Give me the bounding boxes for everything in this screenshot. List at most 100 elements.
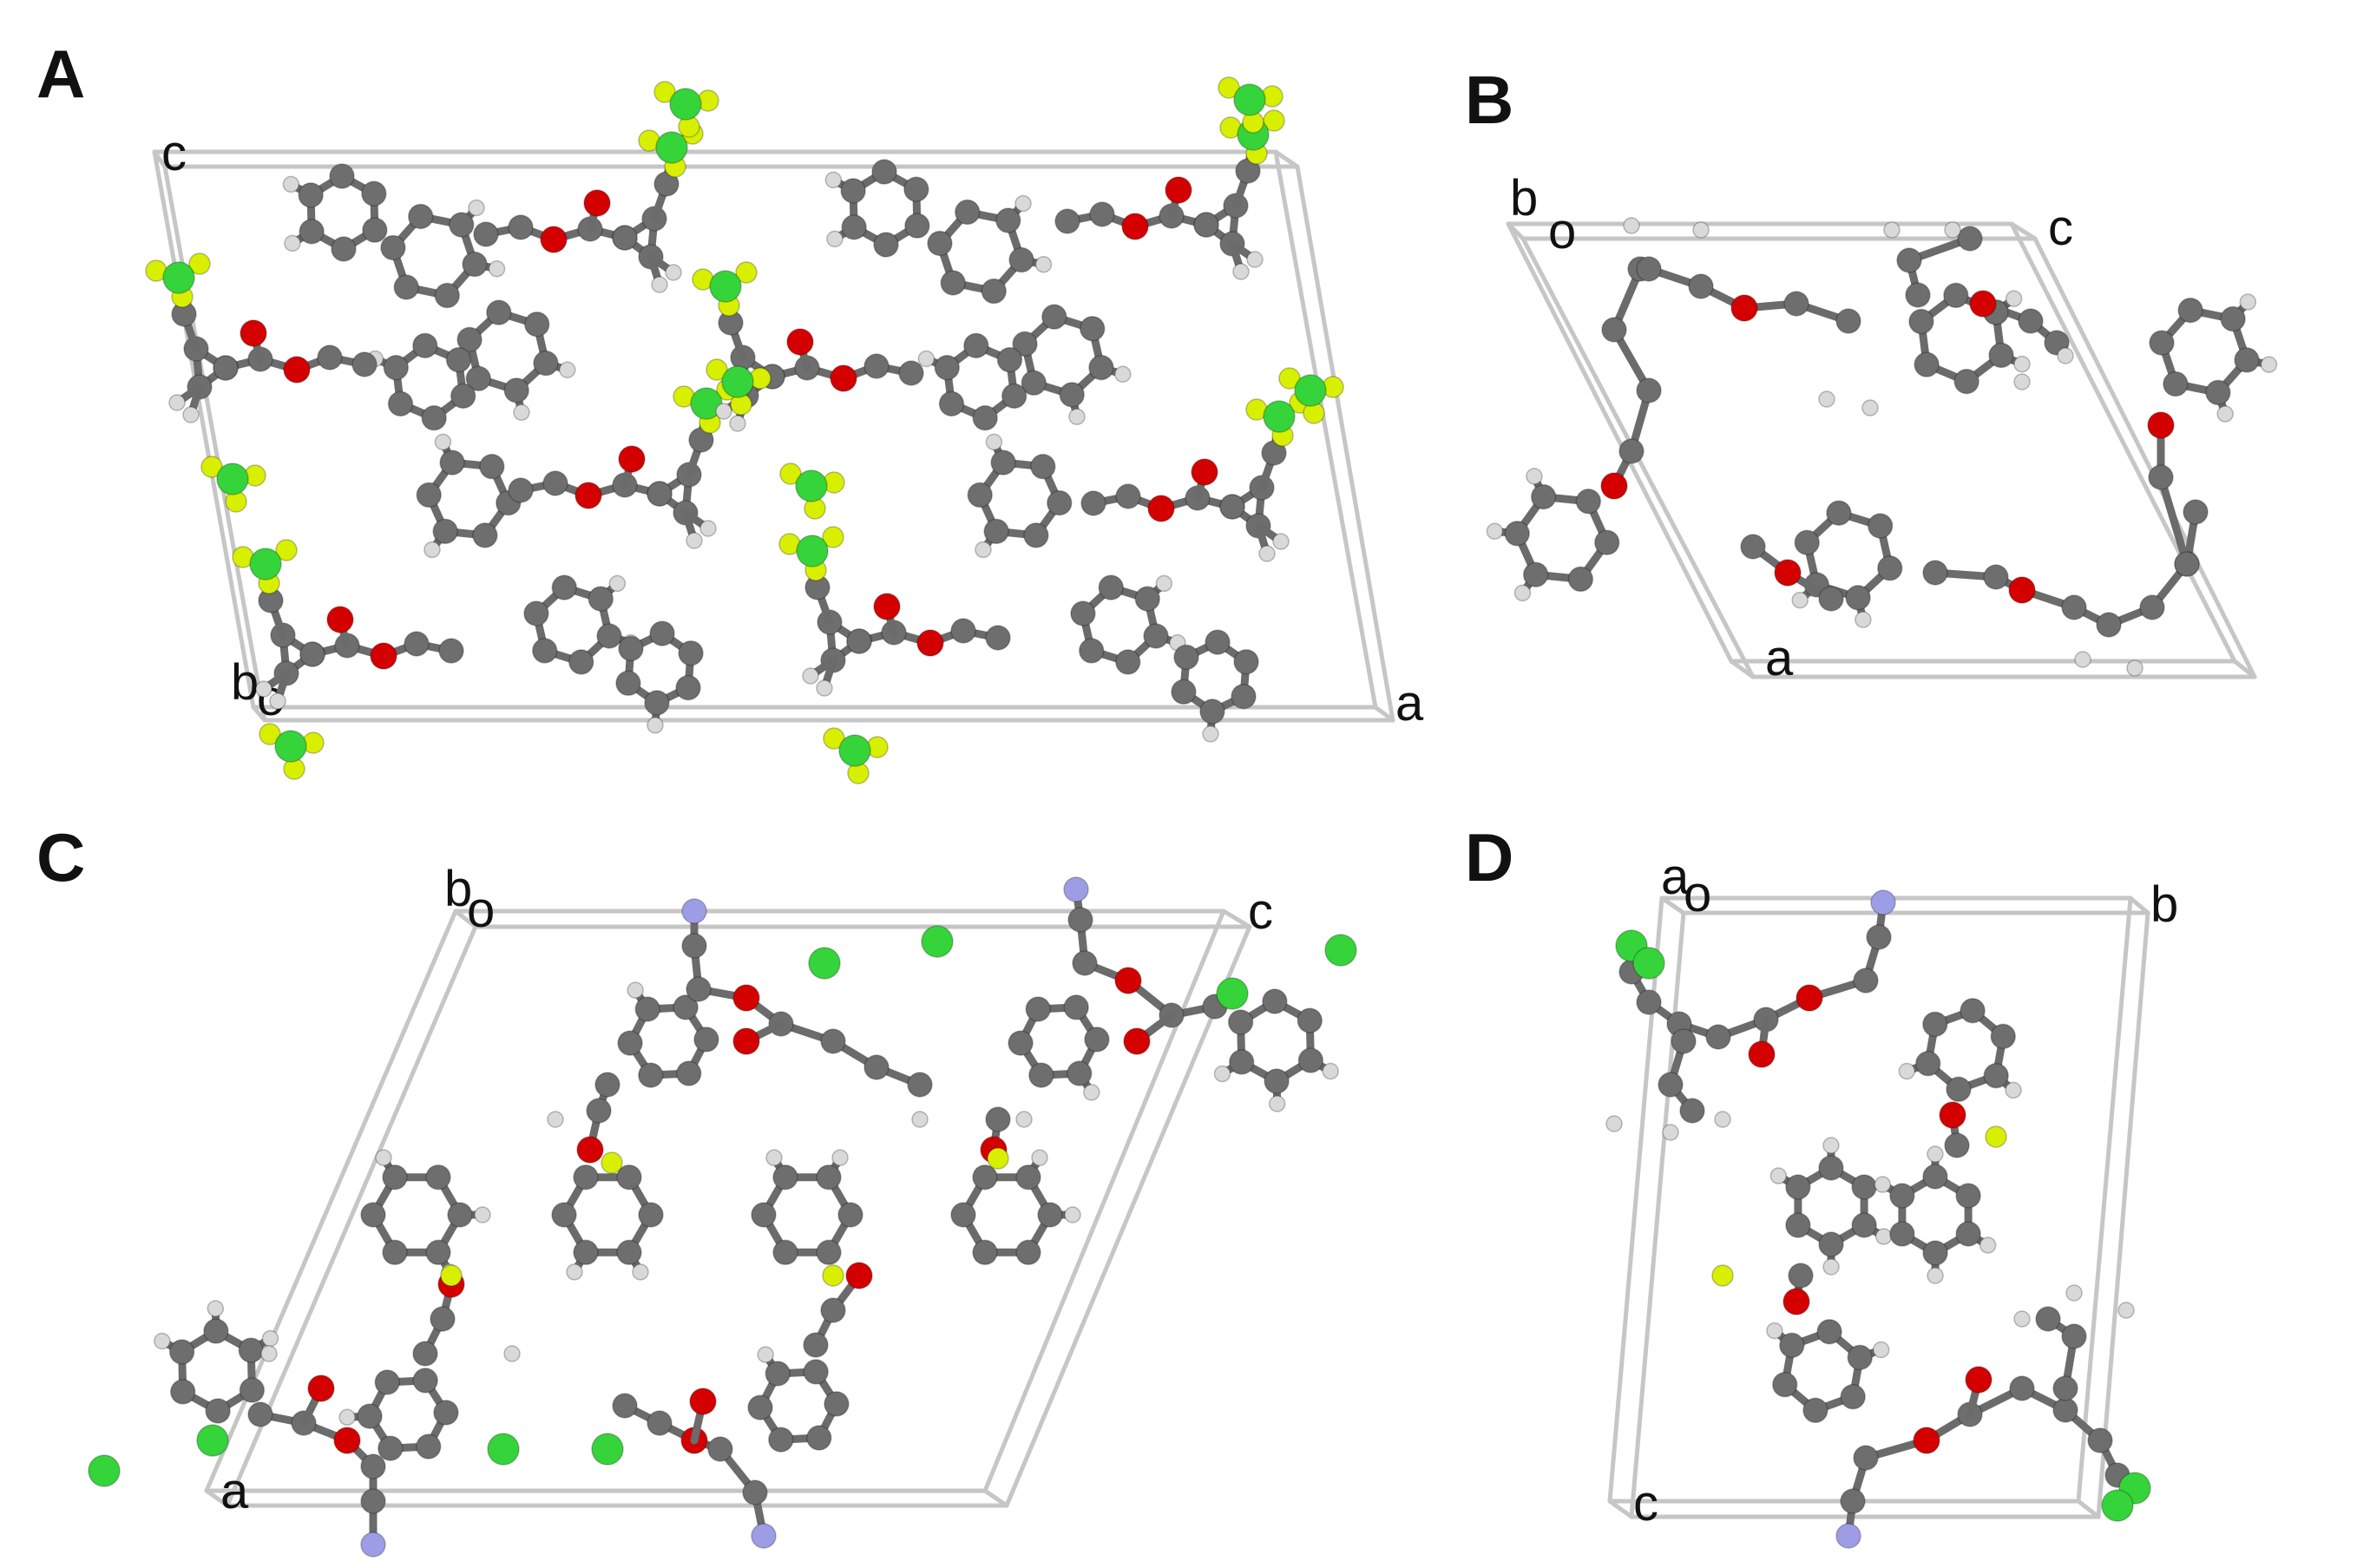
chlorine-atom xyxy=(1216,977,1249,1010)
hydrogen-atom xyxy=(1064,1206,1081,1224)
panel-letter-b: B xyxy=(1465,62,1513,138)
carbon-atom xyxy=(675,674,701,701)
hydrogen-atom xyxy=(1526,468,1543,485)
oxygen-atom xyxy=(732,1027,760,1055)
carbon-atom xyxy=(1504,521,1531,547)
carbon-atom xyxy=(985,1106,1011,1132)
fluorine-atom xyxy=(1278,367,1301,390)
carbon-atom xyxy=(2220,305,2246,332)
carbon-atom xyxy=(707,1436,733,1462)
carbon-atom xyxy=(644,690,670,716)
carbon-atom xyxy=(594,1072,620,1098)
chlorine-atom xyxy=(591,1433,624,1466)
carbon-atom xyxy=(638,1062,664,1088)
hydrogen-atom xyxy=(1486,522,1504,540)
hydrogen-atom xyxy=(260,1345,278,1362)
oxygen-atom xyxy=(574,482,602,509)
carbon-atom xyxy=(1990,1023,2017,1050)
hydrogen-atom xyxy=(2239,293,2257,311)
hydrogen-atom xyxy=(729,415,746,432)
carbon-atom xyxy=(1231,683,1257,710)
carbon-atom xyxy=(407,203,434,230)
nitrogen-atom xyxy=(681,898,707,924)
carbon-atom xyxy=(840,178,866,204)
carbon-atom xyxy=(2149,330,2175,356)
carbon-atom xyxy=(1922,1011,1948,1038)
hydrogen-atom xyxy=(1822,1137,1840,1154)
hydrogen-atom xyxy=(1014,194,1032,213)
carbon-atom xyxy=(1788,1263,1814,1289)
hydrogen-atom xyxy=(1015,1111,1033,1128)
oxygen-atom xyxy=(618,445,646,473)
hydrogen-atom xyxy=(826,230,844,248)
panel-a: A c b o a xyxy=(36,36,1424,784)
fluorine-atom xyxy=(188,253,211,275)
carbon-atom xyxy=(523,600,549,627)
carbon-atom xyxy=(1636,377,1662,403)
carbon-atom xyxy=(871,159,897,185)
carbon-atom xyxy=(678,640,704,666)
hydrogen-atom xyxy=(1872,1341,1890,1359)
hydrogen-atom xyxy=(1232,263,1250,280)
oxygen-atom xyxy=(1191,458,1218,486)
carbon-atom xyxy=(586,1098,612,1124)
hydrogen-atom xyxy=(1883,221,1901,239)
chlorine-atom xyxy=(1632,947,1665,980)
chlorine-atom xyxy=(249,548,282,581)
carbon-atom xyxy=(2177,297,2203,324)
carbon-atom xyxy=(1072,950,1098,976)
chlorine-atom xyxy=(721,365,754,398)
axis-label-d-c: c xyxy=(1633,1475,1658,1532)
carbon-atom xyxy=(907,1072,933,1098)
carbon-atom xyxy=(2061,594,2087,620)
carbon-atom xyxy=(681,933,707,959)
axis-label-d-b: b xyxy=(2150,876,2178,933)
hydrogen-atom xyxy=(1513,584,1532,602)
oxygen-atom xyxy=(873,593,901,620)
carbon-atom xyxy=(1008,1030,1034,1056)
carbon-atom xyxy=(432,518,458,545)
carbon-atom xyxy=(1826,500,1852,526)
carbon-atom xyxy=(298,182,324,208)
axis-label-b-a: a xyxy=(1765,630,1794,686)
carbon-atom xyxy=(573,1164,599,1191)
hydrogen-atom xyxy=(2013,1310,2031,1328)
carbon-atom xyxy=(768,1427,794,1453)
carbon-atom xyxy=(383,354,410,381)
carbon-atom xyxy=(508,214,534,240)
hydrogen-atom xyxy=(665,264,682,281)
axis-label-a-b: b xyxy=(231,654,259,711)
carbon-atom xyxy=(806,1425,832,1451)
carbon-atom xyxy=(903,176,929,202)
carbon-atom xyxy=(1853,1445,1879,1471)
oxygen-atom xyxy=(583,189,611,217)
carbon-atom xyxy=(1840,1488,1866,1514)
carbon-atom xyxy=(1067,1060,1093,1086)
axis-label-b-o: o xyxy=(1548,203,1576,259)
hydrogen-atom xyxy=(824,171,843,189)
carbon-atom xyxy=(508,477,534,503)
carbon-atom xyxy=(1264,1068,1290,1094)
carbon-atom xyxy=(551,1202,577,1228)
hydrogen-atom xyxy=(1714,1111,1731,1128)
carbon-atom xyxy=(1084,1027,1110,1053)
carbon-atom xyxy=(1818,1231,1844,1257)
carbon-atom xyxy=(1960,997,1986,1024)
carbon-atom xyxy=(1983,1062,2009,1089)
carbon-atom xyxy=(981,278,1008,305)
carbon-atom xyxy=(1012,331,1038,358)
carbon-atom xyxy=(1953,368,1979,395)
carbon-atom xyxy=(1115,649,1141,675)
hydrogen-atom xyxy=(1322,1062,1339,1080)
carbon-atom xyxy=(1671,1028,1697,1054)
carbon-atom xyxy=(1015,1239,1041,1266)
oxygen-atom xyxy=(1748,1040,1776,1068)
oxygen-atom xyxy=(1774,559,1802,587)
oxygen-atom xyxy=(845,1262,873,1289)
hydrogen-atom xyxy=(1927,1267,1944,1284)
carbon-atom xyxy=(412,1341,438,1367)
chlorine-atom xyxy=(808,947,841,980)
carbon-atom xyxy=(1867,513,1894,539)
carbon-atom xyxy=(465,365,492,392)
carbon-atom xyxy=(612,1393,638,1419)
